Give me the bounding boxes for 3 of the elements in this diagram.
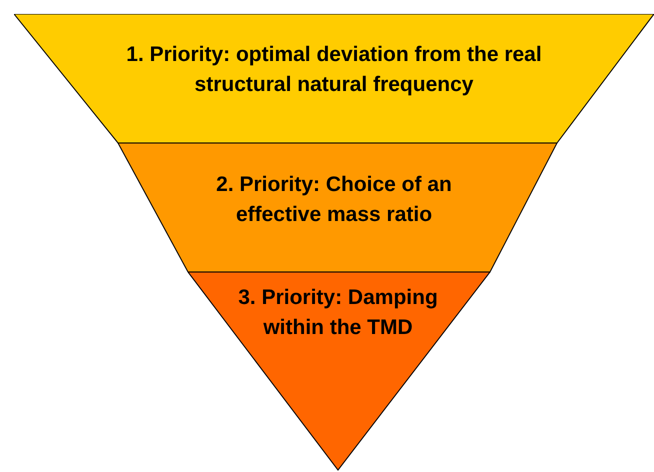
priority-text: 2. Priority: Choice of an effective mass ratio	[215, 172, 453, 228]
priority-text: 3. Priority: Damping within the TMD	[237, 285, 439, 341]
priority-text: 1. Priority: optimal deviation from the real structural natural frequency	[125, 42, 543, 98]
